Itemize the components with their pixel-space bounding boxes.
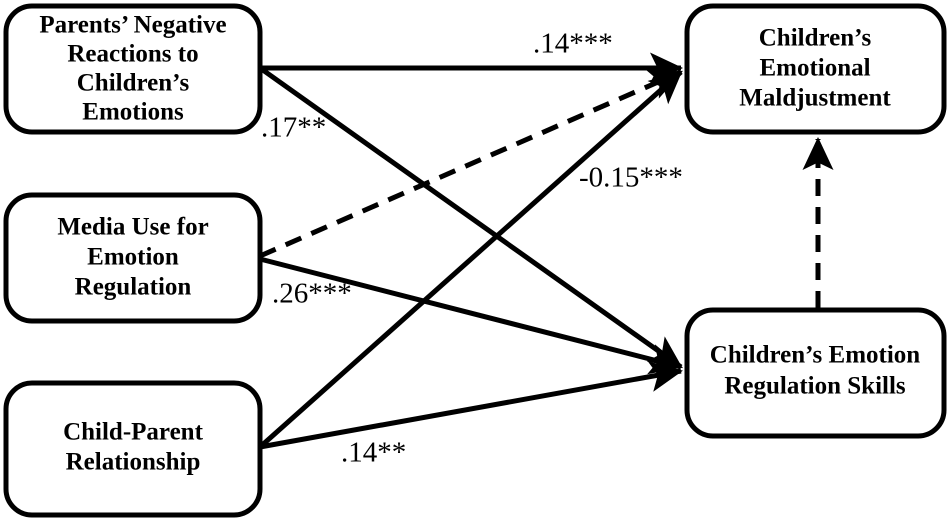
node-label-child-parent-line-0: Child-Parent (63, 419, 203, 446)
node-children-emotional-maldjustment[interactable]: Children’s Emotional Maldjustment (684, 3, 947, 135)
node-children-emotion-regulation-skills[interactable]: Children’s Emotion Regulation Skills (684, 307, 947, 439)
node-label-maldjustment-line-1: Emotional (759, 55, 870, 82)
node-parents-negative-reactions[interactable]: Parents’ Negative Reactions to Children’… (3, 3, 263, 135)
node-box-children-emotion-regulation-skills[interactable] (684, 307, 947, 439)
node-media-use[interactable]: Media Use for Emotion Regulation (3, 192, 263, 324)
node-label-parents-line-1: Reactions to (67, 41, 198, 68)
edge-parents-to-regulation-skills (258, 65, 683, 370)
node-label-regulation-skills-line-0: Children’s Emotion (710, 342, 921, 369)
node-box-parents-negative-reactions[interactable] (3, 3, 263, 135)
node-box-children-emotional-maldjustment[interactable] (684, 3, 947, 135)
node-box-media-use[interactable] (3, 192, 263, 324)
edge-layer (258, 52, 834, 450)
node-label-media-use-line-2: Regulation (75, 274, 192, 301)
edge-media-use-to-regulation-skills (259, 256, 683, 375)
node-label-parents-line-0: Parents’ Negative (39, 12, 226, 39)
node-child-parent-relationship[interactable]: Child-Parent Relationship (3, 380, 263, 518)
coef-child-parent-to-maldjustment: -0.15*** (579, 162, 683, 194)
coefficient-label-layer: .14*** .17** .26*** -0.15*** .14** (261, 28, 683, 469)
node-layer: Parents’ Negative Reactions to Children’… (3, 3, 947, 518)
edge-child-parent-to-maldjustment (258, 70, 683, 449)
node-label-maldjustment-line-2: Maldjustment (739, 85, 891, 112)
edge-child-parent-to-regulation-skills (259, 361, 683, 450)
node-label-child-parent-line-1: Relationship (66, 449, 201, 476)
coef-parents-to-regulation-skills: .17** (261, 112, 326, 144)
coef-parents-to-maldjustment: .14*** (533, 28, 613, 60)
edge-media-use-to-maldjustment (258, 69, 683, 259)
coef-child-parent-to-regulation-skills: .14** (341, 437, 406, 469)
node-label-maldjustment-line-0: Children’s (759, 25, 872, 52)
coef-media-use-to-regulation-skills: .26*** (272, 278, 352, 310)
node-label-media-use-line-1: Emotion (87, 244, 179, 271)
node-label-regulation-skills-line-1: Regulation Skills (724, 373, 906, 400)
node-label-parents-line-2: Children’s (77, 70, 190, 97)
node-label-media-use-line-0: Media Use for (57, 214, 208, 241)
node-label-parents-line-3: Emotions (82, 99, 184, 126)
node-box-child-parent-relationship[interactable] (3, 380, 263, 518)
